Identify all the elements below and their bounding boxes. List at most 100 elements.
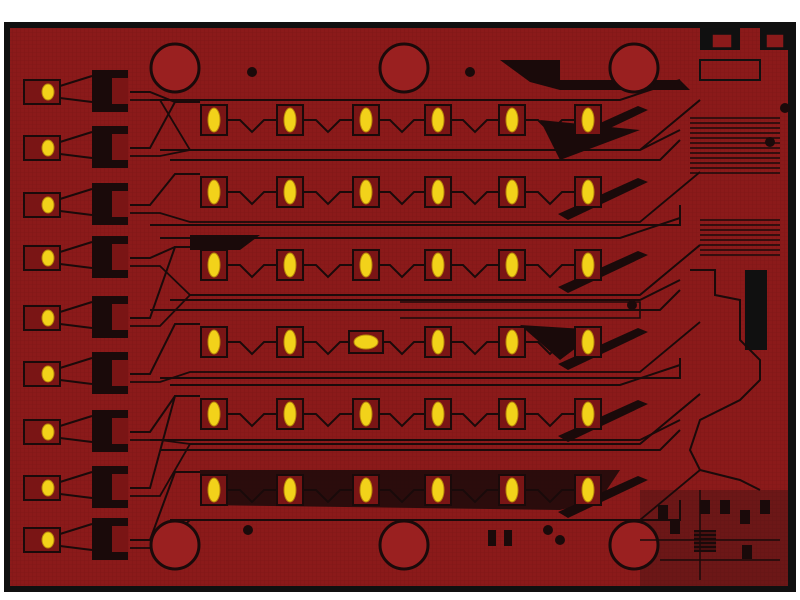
led-link-trace xyxy=(380,413,424,428)
connector-pad xyxy=(41,196,55,214)
right-ground-block xyxy=(745,270,767,350)
led-pad xyxy=(283,477,297,503)
via xyxy=(243,525,253,535)
led-link-trace xyxy=(380,341,424,356)
led-pad xyxy=(359,179,373,205)
mounting-hole xyxy=(149,519,201,571)
connector-lead xyxy=(59,471,93,483)
connector-lead xyxy=(59,301,93,313)
ic-area xyxy=(488,490,780,580)
pour-wedge xyxy=(190,235,260,250)
corner-cutout xyxy=(765,33,785,49)
connector-window xyxy=(112,304,128,330)
led-pad xyxy=(581,477,595,503)
led-pad xyxy=(207,329,221,355)
bus-trace xyxy=(160,217,681,239)
connector-window xyxy=(112,474,128,500)
smd-component xyxy=(670,520,680,534)
via xyxy=(765,137,775,147)
led-pad xyxy=(431,107,445,133)
led-link-trace xyxy=(304,191,352,206)
edge-trace xyxy=(688,269,761,491)
smd-component xyxy=(504,530,512,546)
led-pad xyxy=(359,252,373,278)
led-pad xyxy=(207,477,221,503)
connector-trace xyxy=(130,246,200,319)
led-pad xyxy=(207,401,221,427)
led-pad xyxy=(283,107,297,133)
pour-wedge xyxy=(558,400,648,442)
bus-trace xyxy=(160,358,681,379)
led-link-trace xyxy=(228,413,276,428)
smd-component xyxy=(760,500,770,514)
connector-lead xyxy=(59,545,93,551)
connector-window xyxy=(112,418,128,444)
connector-lead xyxy=(59,131,93,143)
pour-wedge xyxy=(558,476,648,518)
led-link-trace xyxy=(228,264,276,279)
led-link-trace xyxy=(304,341,352,356)
right-trace-region xyxy=(699,59,761,81)
led-pad xyxy=(283,401,297,427)
mounting-hole xyxy=(378,42,430,94)
led-link-trace xyxy=(452,119,498,134)
connector-window xyxy=(112,78,128,104)
led-pad xyxy=(283,179,297,205)
return-trace xyxy=(130,171,701,223)
bus-trace xyxy=(170,279,681,301)
via xyxy=(543,525,553,535)
mounting-hole xyxy=(608,42,660,94)
connector-lead xyxy=(59,437,93,443)
connector-lead xyxy=(59,97,93,103)
connector-pad xyxy=(41,479,55,497)
led-link-trace xyxy=(452,264,498,279)
connector-lead xyxy=(59,323,93,329)
mounting-hole xyxy=(608,519,660,571)
led-link-trace xyxy=(304,413,352,428)
connector-trace xyxy=(130,173,200,206)
via xyxy=(555,535,565,545)
connector-window xyxy=(112,134,128,160)
led-link-trace xyxy=(526,191,574,206)
led-link-trace xyxy=(228,119,276,134)
led-link-trace xyxy=(380,119,424,134)
led-pad xyxy=(581,252,595,278)
connector-pad xyxy=(41,365,55,383)
led-pad xyxy=(359,401,373,427)
led-pad xyxy=(431,252,445,278)
led-pad xyxy=(283,329,297,355)
connector-pad xyxy=(41,309,55,327)
led-pad xyxy=(505,329,519,355)
led-link-trace xyxy=(452,413,498,428)
edge-trace xyxy=(400,301,641,319)
led-pad xyxy=(431,401,445,427)
connector-trace xyxy=(130,101,200,149)
led-link-trace xyxy=(380,264,424,279)
led-pad xyxy=(581,179,595,205)
bus-trace xyxy=(150,205,681,226)
led-pad xyxy=(359,107,373,133)
bottom-pour xyxy=(200,470,620,510)
led-link-trace xyxy=(452,341,498,356)
connector-lead xyxy=(59,188,93,200)
led-pad xyxy=(431,477,445,503)
led-pad xyxy=(359,477,373,503)
led-array-layer xyxy=(200,104,602,506)
return-trace xyxy=(130,244,701,327)
connector-lead xyxy=(59,493,93,499)
led-pad xyxy=(431,329,445,355)
return-trace xyxy=(130,321,701,383)
mounting-holes-layer xyxy=(149,42,790,571)
led-pad xyxy=(505,179,519,205)
connectors-layer xyxy=(23,70,128,560)
smd-component xyxy=(740,510,750,524)
connector-pad xyxy=(41,83,55,101)
led-pad xyxy=(207,179,221,205)
led-pad xyxy=(581,107,595,133)
connector-pad-frame xyxy=(23,475,61,501)
return-trace xyxy=(130,99,701,157)
connector-lead xyxy=(59,523,93,535)
connector-lead xyxy=(59,153,93,159)
led-pad xyxy=(505,401,519,427)
